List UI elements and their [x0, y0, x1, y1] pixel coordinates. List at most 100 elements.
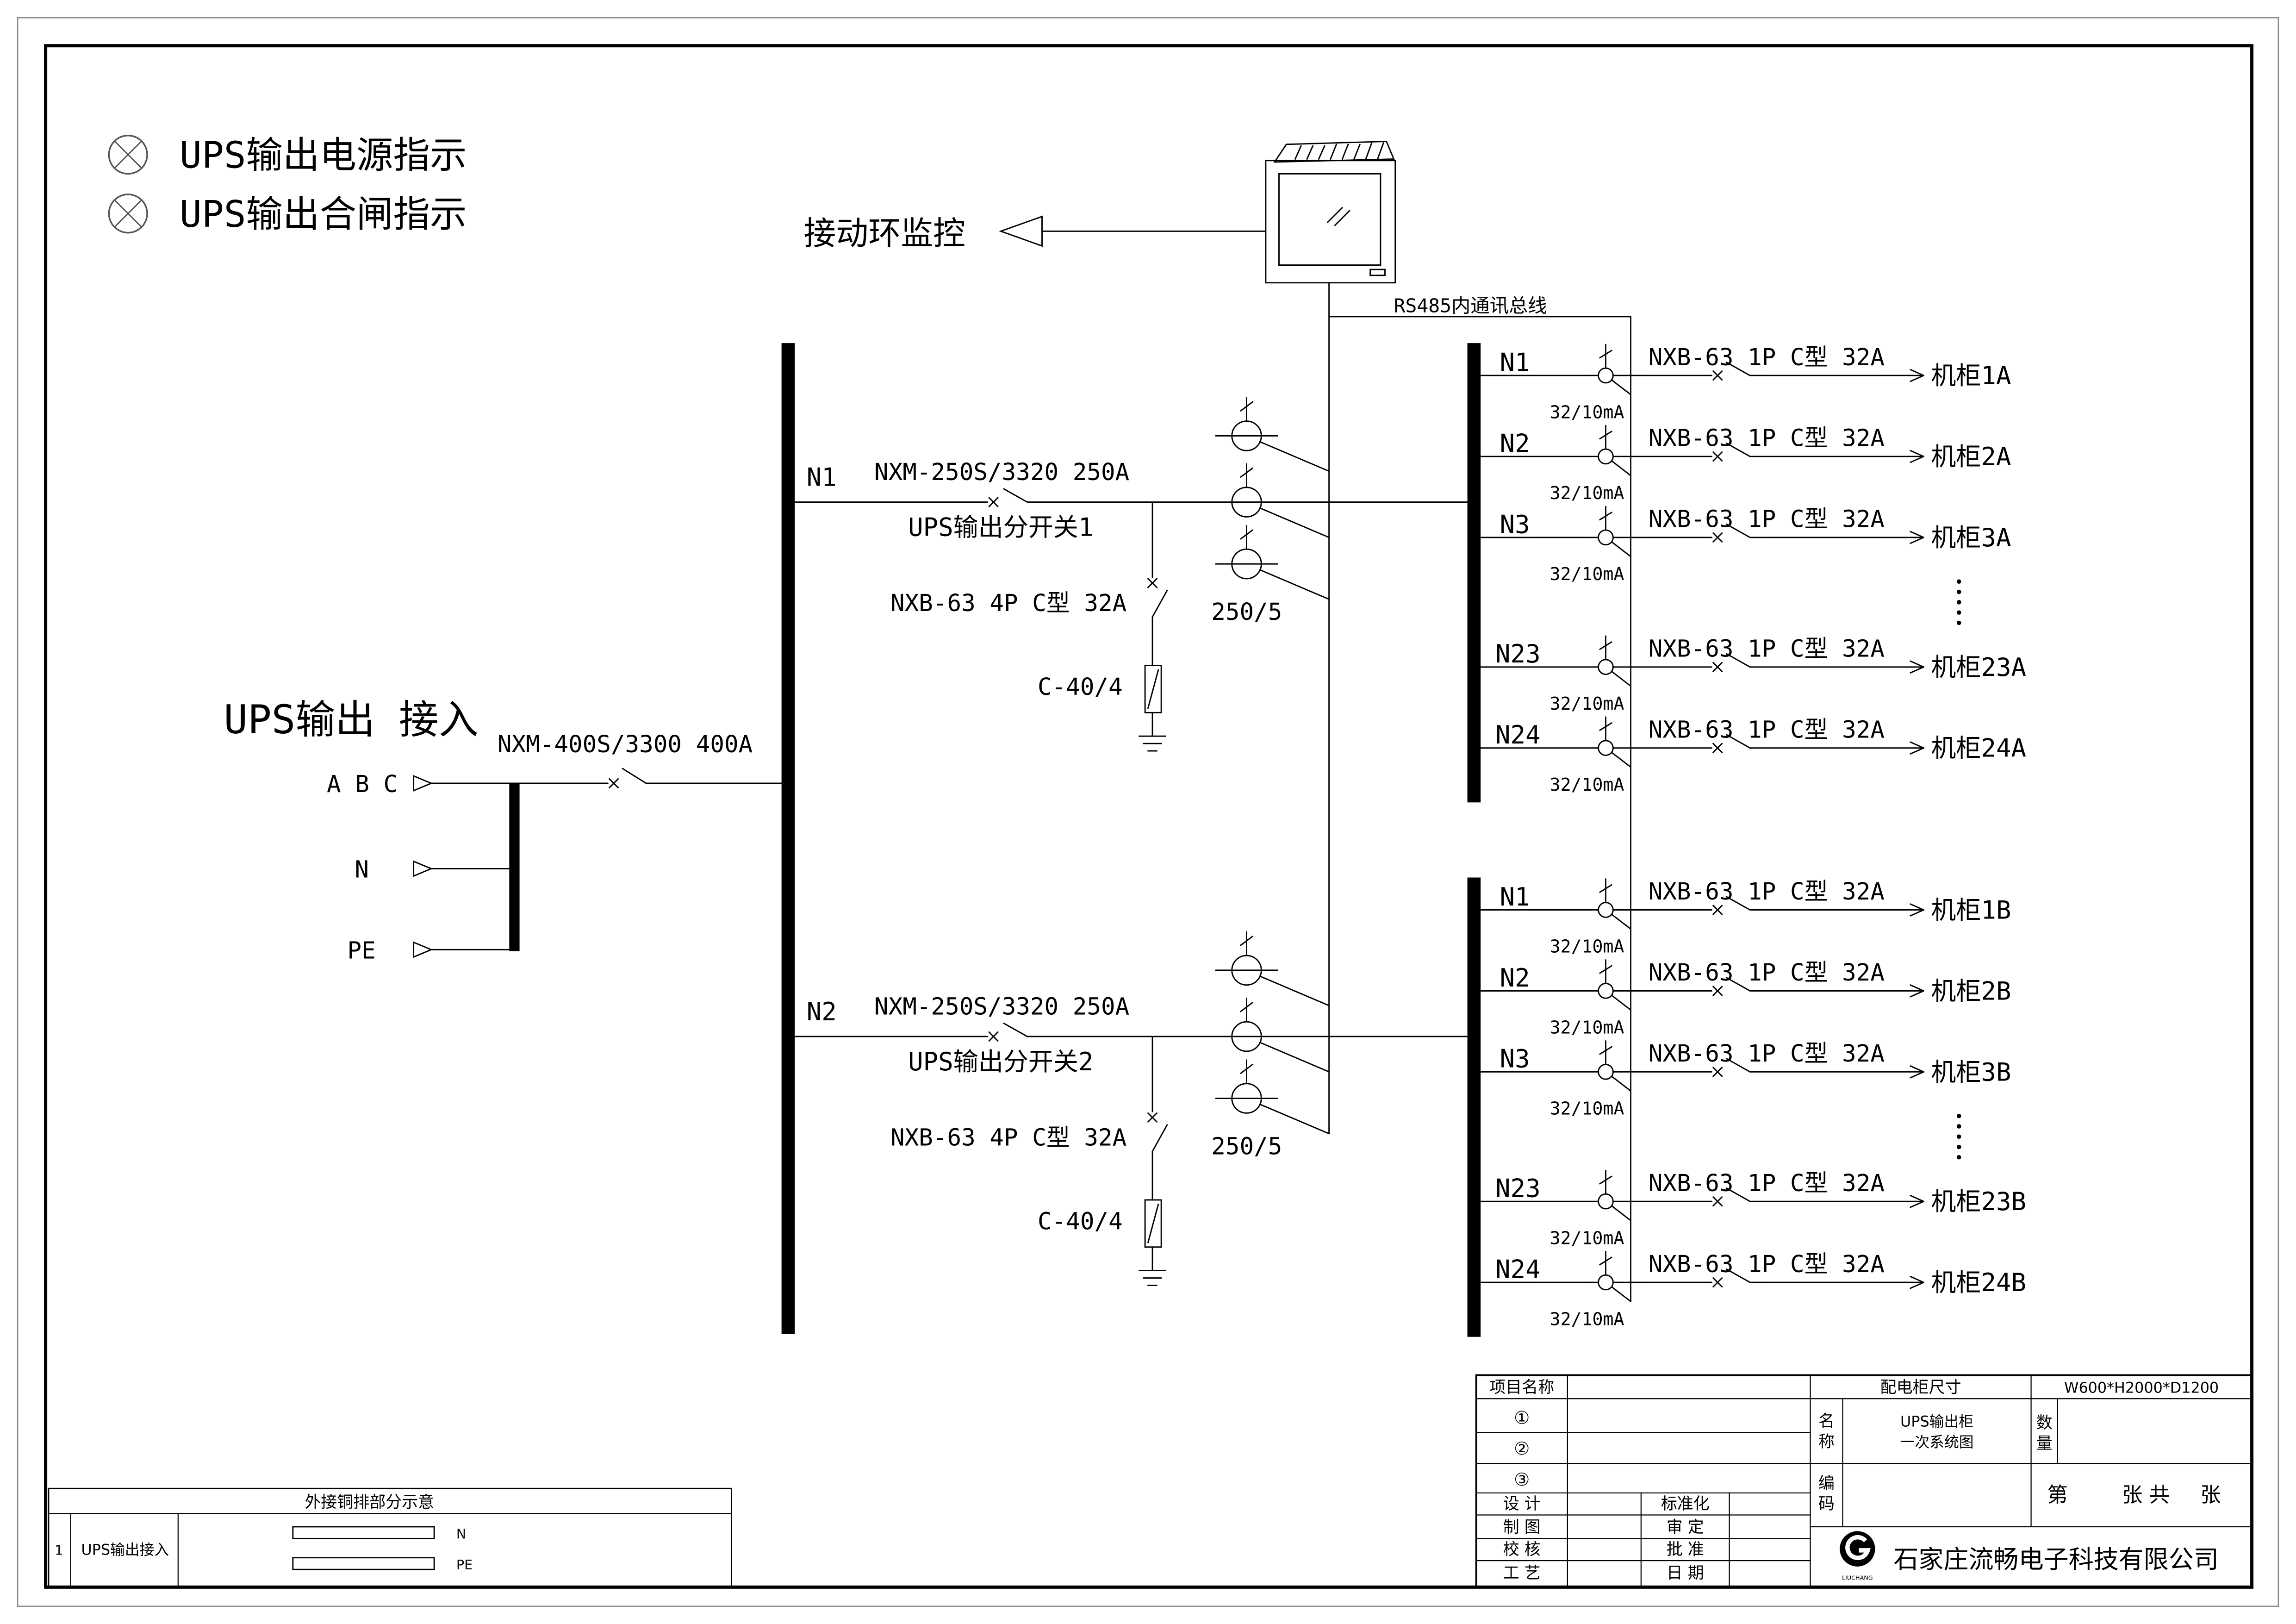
busbar-table-title: 外接铜排部分示意: [305, 1493, 434, 1512]
busbar-row-number: 1: [55, 1542, 63, 1558]
surge-protector-icon: [1144, 665, 1162, 713]
company-g-logo-icon: LIUCHANG: [1840, 1531, 1875, 1581]
surge-protector-icon: [1144, 1199, 1162, 1248]
rcd-rating-label: 32/10mA: [1550, 1309, 1624, 1329]
drawing-name: UPS输出柜: [1900, 1413, 1973, 1430]
rcd-secondary-wire: [1611, 460, 1632, 476]
branch-switch-name: UPS输出分开关2: [908, 1047, 1093, 1076]
monitor-vent-line: [1306, 145, 1314, 160]
drawing-frame: [44, 44, 2254, 1589]
terminal-label-pe: PE: [348, 937, 376, 964]
ct-marker-slash: [1240, 529, 1253, 540]
arrow-head-icon: [1910, 990, 1924, 998]
circuit-breaker-blade: [1725, 653, 1751, 668]
breaker-cross-stroke: [1712, 743, 1723, 753]
arrow-head-icon: [1910, 531, 1924, 538]
rcd-secondary-wire: [1611, 379, 1632, 395]
touchscreen-monitor-icon: [1265, 160, 1396, 284]
busbar-table: 外接铜排部分示意 1 UPS输出接入 N PE: [48, 1487, 732, 1588]
ct-secondary-wire: [1259, 569, 1330, 600]
spd-breaker-label: NXB-63 4P C型 32A: [890, 1124, 1126, 1151]
continuation-dot: [1956, 600, 1961, 605]
breaker-cross-stroke: [1712, 1277, 1723, 1288]
circuit-breaker-blade: [1725, 1268, 1751, 1283]
continuation-dot: [1956, 620, 1961, 625]
indicator-lamp-icon: [108, 134, 148, 175]
breaker-cross-stroke: [1147, 1112, 1158, 1123]
monitor-vent-line: [1294, 145, 1302, 160]
circuit-breaker-contact: [1712, 370, 1723, 381]
ct-secondary-wire: [1259, 1103, 1330, 1135]
continuation-dot: [1956, 589, 1961, 594]
lamp-cross: [114, 141, 142, 169]
circuit-breaker-contact: [1712, 1067, 1723, 1077]
circuit-breaker-label: NXB-63 1P C型 32A: [1649, 716, 1885, 743]
arrow-head-icon: [1910, 1281, 1924, 1289]
breaker-cross-stroke: [1712, 1196, 1723, 1207]
load-label: 机柜23B: [1931, 1187, 2026, 1216]
circuit-breaker-contact: [1712, 986, 1723, 996]
circuit-breaker-contact: [1712, 1196, 1723, 1207]
current-transformer-icon: [1215, 525, 1330, 600]
rcd-marker-slash: [1599, 884, 1612, 893]
spd-breaker-blade: [1151, 589, 1168, 618]
rcd-marker-slash: [1599, 965, 1612, 974]
load-label: 机柜24A: [1931, 734, 2026, 763]
arrow-head-icon: [1910, 456, 1924, 463]
spd-breaker-contact: [1147, 578, 1158, 588]
monitoring-panel: 接动环监控: [803, 140, 1396, 284]
code-label: 编: [1818, 1474, 1835, 1493]
rcd-marker-slash: [1599, 350, 1612, 359]
continuation-dot: [1956, 1144, 1961, 1149]
breaker-cross-stroke: [609, 778, 619, 788]
circuit-breaker-label: NXB-63 1P C型 32A: [1649, 1040, 1885, 1067]
monitor-vent-line: [1353, 144, 1361, 160]
rcd-marker-slash: [1599, 431, 1612, 440]
load-label: 机柜1B: [1931, 896, 2011, 925]
circuit-breaker-contact: [1712, 451, 1723, 462]
arrow-head-icon: [1910, 660, 1924, 668]
load-label: 机柜23A: [1931, 653, 2026, 682]
monitor-vent-line: [1341, 144, 1349, 160]
distribution-busbar: [1467, 343, 1481, 803]
code-label: 码: [1818, 1495, 1835, 1513]
role-label-standardization: 标准化: [1661, 1495, 1710, 1513]
continuation-dot: [1956, 1124, 1961, 1129]
terminal-label-abc: A B C: [327, 770, 398, 798]
circuit-breaker-label: NXB-63 1P C型 32A: [1649, 1250, 1885, 1278]
ct-secondary-wire: [1259, 975, 1330, 1006]
ground-icon: [1138, 735, 1167, 752]
arrow-head-icon: [1910, 903, 1924, 911]
incoming-supply: UPS输出 接入 NXM-400S/3300 400A A B C N PE: [224, 697, 783, 964]
ct-secondary-wire: [1259, 1042, 1330, 1073]
load-label: 机柜3B: [1931, 1057, 2011, 1087]
main-busbar: [781, 343, 795, 1334]
rcd-secondary-wire: [1611, 913, 1632, 930]
arrow-head-icon: [1910, 1275, 1924, 1283]
revision-mark: ①: [1514, 1407, 1530, 1428]
current-transformer-icon: [1231, 997, 1330, 1073]
rcd-secondary-wire: [1611, 1075, 1632, 1092]
rcd-rating-label: 32/10mA: [1550, 775, 1624, 795]
breaker-cross-stroke: [1712, 1067, 1723, 1077]
arrow-head-icon: [1910, 375, 1924, 382]
indicator-lamp-icon: [108, 194, 148, 234]
revision-mark: ②: [1514, 1438, 1530, 1459]
legend-label-power: UPS输出电源指示: [180, 134, 467, 177]
circuit-breaker-label: NXB-63 1P C型 32A: [1649, 506, 1885, 533]
breaker-cross-stroke: [988, 1031, 999, 1042]
arrow-head-icon: [1910, 537, 1924, 544]
branch-bus-label: N1: [807, 463, 837, 492]
arrow-head-icon: [1910, 369, 1924, 376]
copper-bar-icon: [292, 1557, 435, 1570]
lamp-ring: [108, 194, 148, 234]
arrow-head-icon: [1910, 1071, 1924, 1079]
rcd-rating-label: 32/10mA: [1550, 937, 1624, 957]
rcd-secondary-wire: [1611, 541, 1632, 557]
circuit-id-label: N1: [1500, 348, 1530, 377]
rcd-rating-label: 32/10mA: [1550, 1018, 1624, 1038]
